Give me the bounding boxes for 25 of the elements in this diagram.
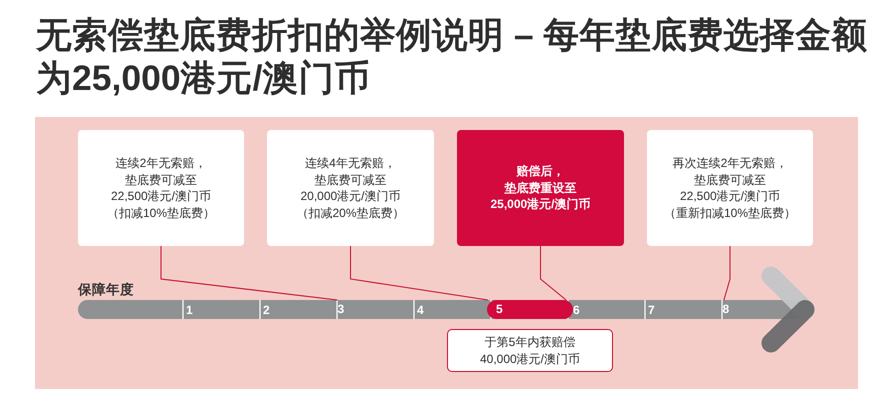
year-number: 2: [263, 302, 270, 316]
year-number: 3: [338, 300, 350, 319]
year-number: 4: [417, 302, 424, 316]
leader-line: [160, 246, 338, 300]
leader-line: [723, 246, 730, 300]
card-text: 连续4年无索赔，垫底费可减至20,000港元/澳门币（扣减20%垫底费）: [296, 155, 405, 221]
axis-label: 保障年度: [78, 282, 134, 298]
info-card: [647, 130, 813, 246]
year-number: 7: [648, 302, 655, 316]
highlight-segment: [487, 300, 573, 319]
highlight-card: [457, 130, 624, 246]
year-number: 8: [722, 300, 734, 319]
year-number: 5: [496, 302, 503, 316]
info-card: [78, 130, 244, 246]
title: 无索偿垫底费折扣的举例说明 – 每年垫底费选择金额为25,000港元/澳门币: [36, 14, 868, 100]
callout-box: [447, 329, 613, 372]
card-text: 赔偿后，垫底费重设至25,000港元/澳门币: [490, 163, 591, 213]
leader-line: [350, 246, 488, 300]
info-card: [267, 130, 434, 246]
leader-line: [540, 246, 567, 300]
card-text: 连续2年无索赔，垫底费可减至22,500港元/澳门币（扣减10%垫底费）: [106, 155, 216, 221]
year-number: 1: [186, 302, 193, 316]
card-text: 于第5年内获赔偿40,000港元/澳门币: [480, 334, 580, 367]
card-text: 再次连续2年无索赔，垫底费可减至22,500港元/澳门币（重新扣减10%垫底费）: [664, 155, 796, 221]
year-number: 6: [573, 302, 580, 316]
